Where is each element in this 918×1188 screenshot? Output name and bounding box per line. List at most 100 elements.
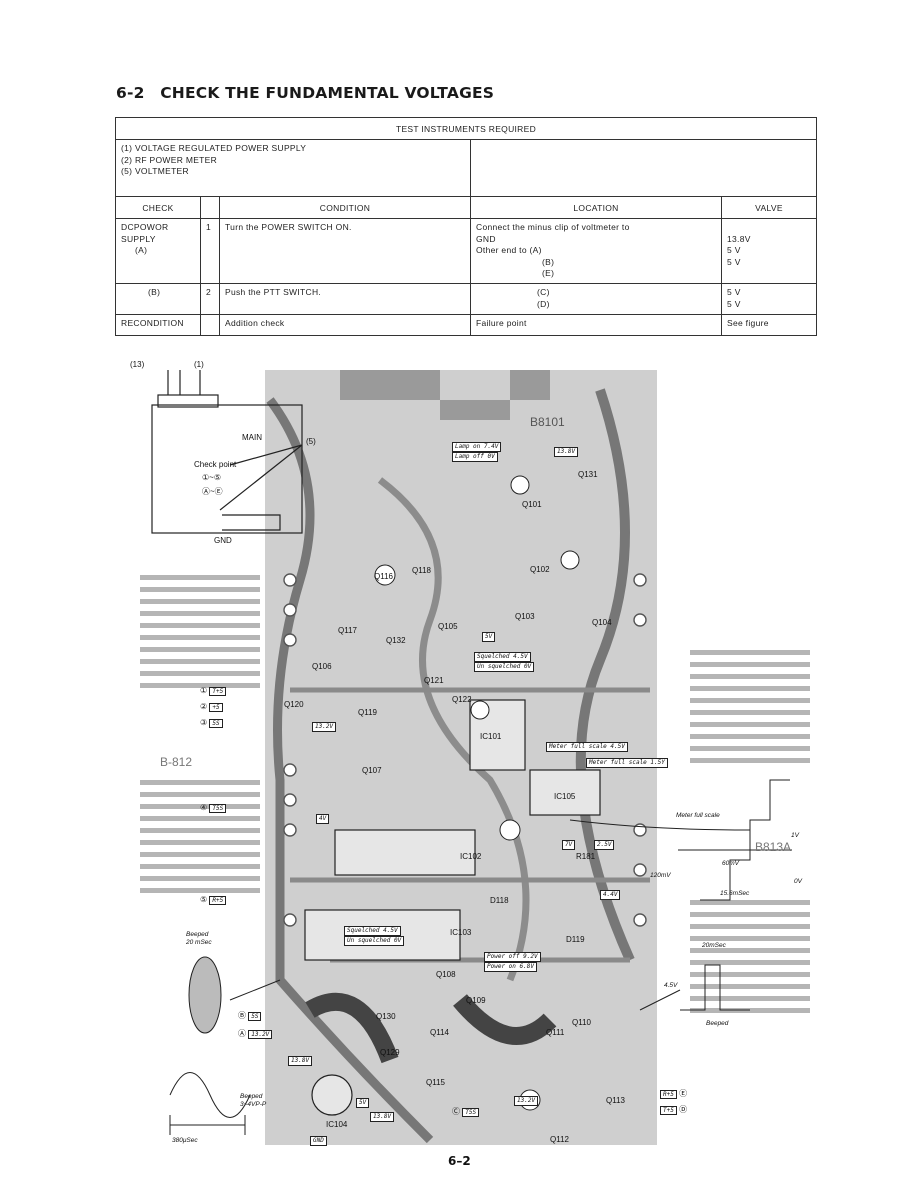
tag-meter-full: Meter full scale 4.5V [546, 742, 628, 752]
row3-check: RECONDITION [115, 314, 201, 336]
tag-meter-full-2: Meter full scale 1.5Y [586, 758, 668, 768]
part-d119: D119 [566, 935, 585, 944]
tag-power-on: Power on 6.8V [484, 962, 537, 972]
part-q114: Q114 [430, 1028, 449, 1037]
wave-60mv: 60mV [722, 860, 739, 867]
row1-check: DCPOWOR SUPPLY (A) [115, 218, 201, 284]
wave-right-beeped: Beeped [706, 1020, 729, 1027]
wave-period: 380μSec [172, 1137, 198, 1144]
board-b812: B-812 [160, 755, 193, 769]
wave-120mv: 120mV [650, 872, 671, 879]
row3-value: See figure [721, 314, 817, 336]
part-q117: Q117 [338, 626, 357, 635]
wave-beeped-2: Beeped [240, 1093, 263, 1100]
part-q131: Q131 [578, 470, 598, 479]
part-q118: Q118 [412, 566, 431, 575]
row1-location: Connect the minus clip of voltmeter to G… [470, 218, 722, 284]
part-q111: Q111 [546, 1028, 565, 1037]
wave-beeped-1: Beeped [186, 931, 209, 938]
inset-meter-label: (5) [306, 437, 316, 446]
part-q132: Q132 [386, 636, 406, 645]
board-b8101: B8101 [530, 415, 565, 429]
part-q109: Q109 [466, 996, 486, 1005]
part-ic103: IC103 [450, 928, 472, 937]
inset-main-label: MAIN [242, 433, 262, 442]
tag-5v-b: 5V [482, 632, 496, 642]
tag-lamp-off: Lamp off 0V [452, 452, 498, 462]
wave-beeped-2-volt: 3~4VP-P [240, 1101, 267, 1108]
tag-gnd: GND [310, 1136, 327, 1146]
part-q112: Q112 [550, 1135, 569, 1144]
part-q122: Q122 [452, 695, 472, 704]
tag-7v: 7V [562, 840, 576, 850]
part-d118: D118 [490, 896, 509, 905]
tag-ic103-squelched: Squelched 4.5V [344, 926, 401, 936]
part-q107: Q107 [362, 766, 382, 775]
inset-range1: ①~⑤ [202, 473, 222, 482]
check-point-a: Ⓐ 13.2V [238, 1028, 273, 1039]
col-location: LOCATION [470, 196, 722, 219]
check-point-4: ④ T5S [200, 803, 227, 813]
check-point-1: ① T+5 [200, 686, 227, 696]
row3-location: Failure point [470, 314, 722, 336]
tag-5v: 5V [356, 1098, 370, 1108]
tag-lamp-on: Lamp on 7.4V [452, 442, 502, 452]
wave-1v: 1V [791, 832, 799, 839]
tag-13-8v-b: 13.8V [370, 1112, 395, 1122]
wave-0v: 0V [794, 878, 802, 885]
inset-range2: Ⓐ~Ⓔ [202, 487, 223, 496]
tag-4-4v: 4.4V [600, 890, 621, 900]
inset-checkpoint-label: Check point [194, 460, 237, 469]
part-q129: Q129 [380, 1048, 400, 1057]
instruments-header: TEST INSTRUMENTS REQUIRED [115, 117, 817, 140]
tag-13-2v: 13.2V [312, 722, 337, 732]
tag-13-8v: 13.8V [288, 1056, 313, 1066]
part-q105: Q105 [438, 622, 458, 631]
instruments-list: (1) VOLTAGE REGULATED POWER SUPPLY (2) R… [115, 139, 471, 197]
tag-13-2v-b: 13.2V [514, 1096, 539, 1106]
page-number: 6–2 [448, 1154, 471, 1168]
part-r181: R181 [576, 852, 596, 861]
part-q106: Q106 [312, 662, 332, 671]
part-ic104: IC104 [326, 1120, 348, 1129]
part-q116: Q116 [374, 572, 393, 581]
wave-beeped-1-time: 20 mSec [186, 939, 212, 946]
row2-condition: Push the PTT SWITCH. [219, 283, 471, 315]
col-condition: CONDITION [219, 196, 471, 219]
section-title: CHECK THE FUNDAMENTAL VOLTAGES [160, 84, 495, 102]
wave-right-volt: 4.5V [664, 982, 678, 989]
col-check: CHECK [115, 196, 201, 219]
row1-values: 13.8V 5 V 5 V [721, 218, 817, 284]
section-number: 6-2 [116, 84, 145, 102]
check-point-b: Ⓑ 5S [238, 1010, 262, 1021]
row1-step: 1 [200, 218, 220, 284]
row2-step: 2 [200, 283, 220, 315]
wave-right-time: 20mSec [702, 942, 726, 949]
waveforms [169, 779, 792, 1135]
part-q130: Q130 [376, 1012, 396, 1021]
part-q120: Q120 [284, 700, 304, 709]
check-point-d: T+5 Ⓓ [660, 1104, 687, 1115]
part-ic105: IC105 [554, 792, 576, 801]
pcb-artwork [140, 370, 810, 1145]
board-b813a: B813A [755, 840, 792, 854]
col-value: VALVE [721, 196, 817, 219]
row1-condition: Turn the POWER SWITCH ON. [219, 218, 471, 284]
instruments-blank [470, 139, 817, 197]
row2-location: (C) (D) [470, 283, 722, 315]
radio-inset [151, 370, 303, 534]
check-point-5: ⑤ R+5 [200, 895, 227, 905]
ic-bodies [304, 699, 601, 1116]
part-q103: Q103 [515, 612, 535, 621]
check-point-3: ③ 5S [200, 718, 223, 728]
part-q102: Q102 [530, 565, 550, 574]
test-table: TEST INSTRUMENTS REQUIRED (1) VOLTAGE RE… [115, 117, 817, 336]
part-q104: Q104 [592, 618, 612, 627]
wave-meter-full: Meter full scale [676, 812, 720, 819]
tag-lamp-supply: 13.8V [554, 447, 579, 457]
tag-squelched: Squelched 4.5V [474, 652, 531, 662]
check-point-e: R+5 Ⓔ [660, 1088, 687, 1099]
part-q101: Q101 [522, 500, 542, 509]
pcb-diagram: (13) (1) MAIN (5) Check point ①~⑤ Ⓐ~Ⓔ GN… [130, 360, 820, 1150]
tag-4v: 4V [316, 814, 330, 824]
